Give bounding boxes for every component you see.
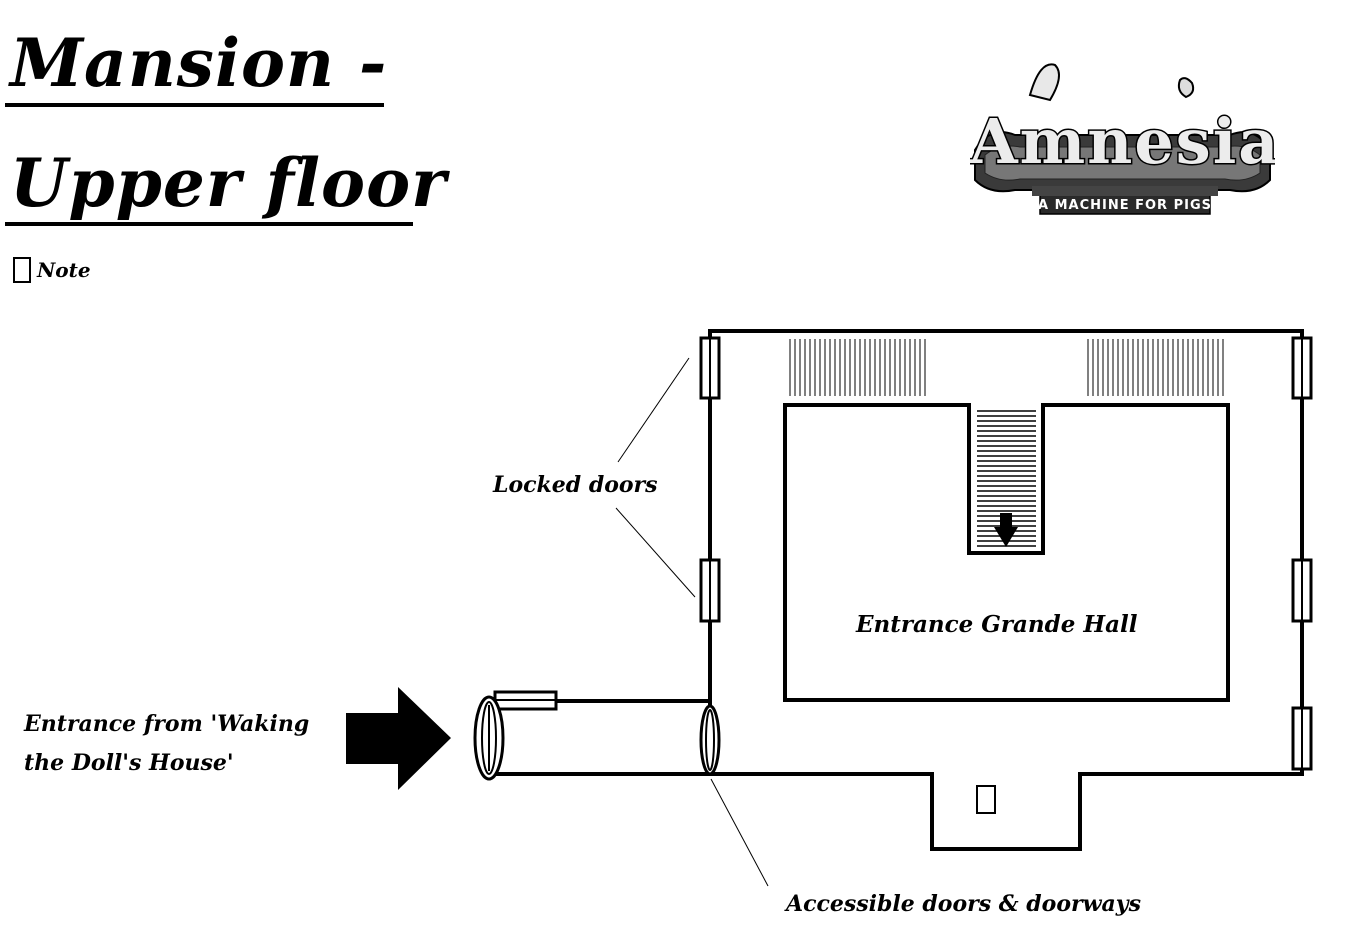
leader-line-locked-south xyxy=(615,507,696,598)
amnesia-logo: Amnesia A MACHINE FOR PIGS xyxy=(970,63,1275,215)
accessible-doors-label: Accessible doors & doorways xyxy=(786,891,1141,917)
legend-note-label: Note xyxy=(37,258,91,282)
page-title-line-2: Upper floor xyxy=(10,144,447,222)
logo-subtitle: A MACHINE FOR PIGS xyxy=(1038,198,1212,213)
leader-line-locked-north xyxy=(617,357,690,463)
page-title-line-1: Mansion - xyxy=(10,24,388,102)
logo-title: Amnesia xyxy=(970,105,1275,178)
title-underline-1 xyxy=(5,103,384,107)
locked-doors-label: Locked doors xyxy=(493,472,658,498)
title-underline-2 xyxy=(5,222,413,226)
note-marker[interactable] xyxy=(976,785,996,814)
note-box-icon xyxy=(13,257,31,283)
accessible-door-hall[interactable] xyxy=(699,704,721,776)
logo-ornament-top xyxy=(1028,63,1060,102)
entrance-label-line-2: the Doll's House' xyxy=(24,750,234,776)
door-inner-line xyxy=(705,709,715,771)
legend: Note xyxy=(13,257,91,283)
leader-line-accessible xyxy=(710,778,769,887)
logo-banner xyxy=(974,131,1271,215)
arrow-down-icon xyxy=(994,513,1018,547)
outer-wall xyxy=(708,329,1304,851)
entrance-label-line-1: Entrance from 'Waking xyxy=(24,711,310,737)
door-inner-line xyxy=(481,701,497,775)
logo-ornament-drop xyxy=(1177,77,1195,99)
arrow-right-icon xyxy=(346,687,451,790)
stairs-right xyxy=(1087,339,1224,396)
grande-hall-wall xyxy=(783,403,1230,702)
room-label-grande-hall: Entrance Grande Hall xyxy=(856,611,1138,638)
stairs-left xyxy=(789,339,926,396)
